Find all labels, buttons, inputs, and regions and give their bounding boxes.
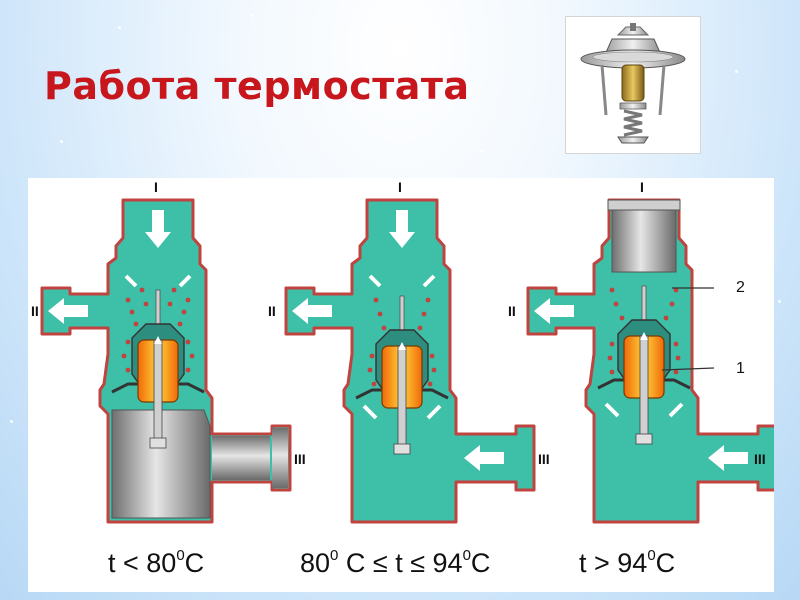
port-label-radiator: III bbox=[538, 451, 550, 467]
caption-hot-degree: 0 bbox=[647, 547, 656, 564]
port-label-inlet: I bbox=[640, 179, 644, 195]
port-label-bypass: II bbox=[31, 303, 39, 319]
flow-dots bbox=[367, 297, 437, 387]
background-sparkle bbox=[10, 420, 13, 423]
port-label-bypass: II bbox=[268, 303, 276, 319]
caption-hot-text: t > 94 bbox=[579, 548, 648, 578]
port-label-radiator: III bbox=[294, 451, 306, 467]
background-sparkle bbox=[480, 150, 483, 153]
slide-title: Работа термостата bbox=[44, 64, 470, 108]
caption-cold-unit: C bbox=[184, 548, 205, 578]
caption-mixed-text: 80 bbox=[300, 548, 331, 578]
diagram-cold: I II III bbox=[31, 179, 306, 524]
port-label-inlet: I bbox=[154, 179, 158, 195]
thermostat-diagram-panel: I II III I II III bbox=[28, 178, 778, 592]
flow-dots bbox=[121, 287, 195, 373]
caption-cold-degree: 0 bbox=[176, 547, 185, 564]
caption-hot-unit: C bbox=[655, 548, 676, 578]
caption-mixed-degree-2: 0 bbox=[462, 547, 471, 564]
caption-mixed-middle: C ≤ t ≤ 94 bbox=[338, 548, 463, 578]
port-label-radiator: III bbox=[754, 451, 766, 467]
background-sparkle bbox=[735, 70, 738, 73]
caption-mixed-degree: 0 bbox=[330, 547, 339, 564]
caption-cold-text: t < 80 bbox=[108, 548, 177, 578]
background-sparkle bbox=[60, 140, 63, 143]
thermostat-photo-icon bbox=[580, 23, 686, 144]
caption-cold: t < 800C bbox=[108, 547, 205, 579]
thermostat-diagrams: I II III I II III bbox=[31, 179, 778, 524]
background-sparkle bbox=[118, 26, 121, 29]
thermostat-photo bbox=[565, 16, 701, 154]
background-sparkle bbox=[250, 14, 253, 17]
callout-element: 1 bbox=[736, 360, 745, 377]
callout-valve: 2 bbox=[736, 279, 745, 296]
diagram-hot: 2 1 I II III bbox=[508, 179, 778, 524]
port-label-inlet: I bbox=[398, 179, 402, 195]
flow-dots bbox=[607, 287, 681, 375]
caption-hot: t > 940C bbox=[579, 547, 676, 579]
port-label-bypass: II bbox=[508, 303, 516, 319]
background-sparkle bbox=[395, 40, 398, 43]
caption-mixed-unit: C bbox=[470, 548, 491, 578]
background-sparkle bbox=[778, 300, 781, 303]
diagram-mixed: I II III bbox=[268, 179, 550, 524]
caption-mixed: 800 C ≤ t ≤ 940C bbox=[300, 547, 491, 579]
